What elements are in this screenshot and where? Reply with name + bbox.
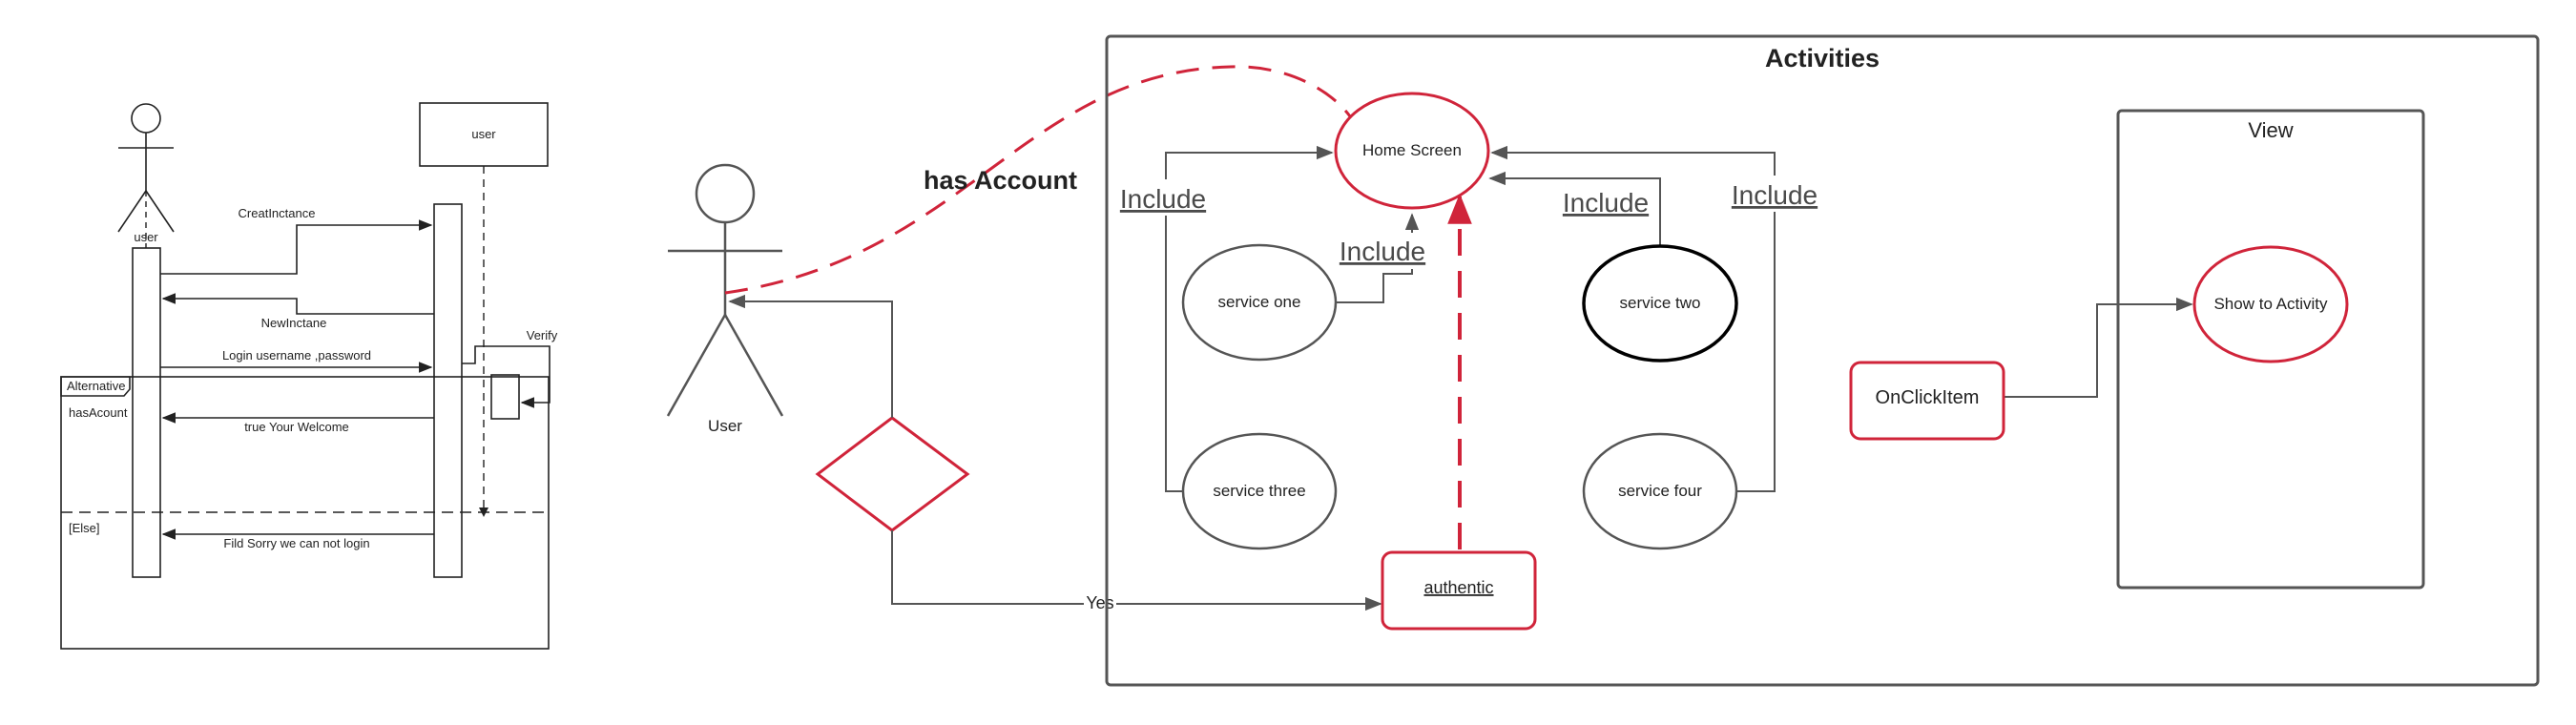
usecase-service-two-label: service two <box>1619 294 1700 312</box>
usecase-service-four[interactable] <box>1582 432 1738 550</box>
seq-alt-label: Alternative <box>67 379 125 393</box>
usecase-service-one[interactable] <box>1181 243 1338 362</box>
seq-alt-guard-1: hasAcount <box>69 405 128 420</box>
include-label-service-one: Include <box>1340 237 1425 266</box>
usecase-onclick-item-label: OnClickItem <box>1876 387 1980 408</box>
user-actor-label: User <box>708 417 742 435</box>
seq-msg-verify-label: Verify <box>527 328 558 342</box>
seq-msg-new-label: NewInctane <box>261 316 327 330</box>
view-title: View <box>2248 118 2293 142</box>
usecase-show-activity[interactable] <box>2192 245 2349 363</box>
edge-onclick-show <box>2004 297 2193 398</box>
decision-to-authentic-edge <box>891 530 1382 611</box>
edge-service-two-home <box>1488 171 1661 248</box>
seq-msg-welcome-label: true Your Welcome <box>244 420 349 434</box>
usecase-service-one-label: service one <box>1218 293 1301 311</box>
usecase-service-two[interactable] <box>1582 244 1738 362</box>
has-account-label: has Account <box>924 166 1077 195</box>
activities-title: Activities <box>1765 44 1880 72</box>
seq-msg-new <box>161 293 434 315</box>
usecase-authentic[interactable] <box>1381 550 1537 631</box>
activities-boundary <box>1105 34 2540 687</box>
seq-msg-create <box>160 219 433 275</box>
seq-alt-guard-2: [Else] <box>69 521 100 535</box>
seq-msg-create-label: CreatInctance <box>239 206 316 220</box>
seq-msg-fail-label: Fild Sorry we can not login <box>223 536 369 550</box>
decision-diamond[interactable] <box>815 416 970 532</box>
usecase-onclick-item[interactable] <box>1849 361 2005 441</box>
usecase-service-three-label: service three <box>1213 482 1305 500</box>
usecase-service-three[interactable] <box>1181 432 1338 550</box>
include-label-left: Include <box>1120 184 1206 214</box>
yes-label: Yes <box>1086 593 1113 612</box>
usecase-home-screen[interactable] <box>1334 92 1490 210</box>
view-box <box>2116 109 2425 590</box>
include-label-service-two: Include <box>1563 188 1649 218</box>
usecase-service-four-label: service four <box>1618 482 1702 500</box>
sequence-diagram: user user CreatInctance NewInctane Login… <box>60 102 558 650</box>
user-actor-figure <box>666 163 784 417</box>
usecase-show-activity-label: Show to Activity <box>2213 295 2328 313</box>
seq-object-label: user <box>471 127 496 141</box>
seq-object-activation <box>433 203 463 578</box>
seq-msg-verify <box>462 345 551 408</box>
usecase-diagram: User has Account Yes Activities View Inc… <box>666 34 2540 687</box>
seq-alt-tab <box>60 376 131 397</box>
decision-to-user-edge <box>728 294 893 418</box>
has-account-curve <box>724 65 1352 295</box>
edge-service-three-home <box>1165 145 1334 492</box>
usecase-authentic-label: authentic <box>1423 578 1493 597</box>
seq-actor-figure <box>117 103 175 233</box>
seq-verify-activation <box>490 374 520 420</box>
include-label-right: Include <box>1732 180 1818 210</box>
edge-service-four-home <box>1490 145 1776 492</box>
usecase-home-screen-label: Home Screen <box>1362 141 1462 159</box>
seq-msg-login-label: Login username ,password <box>222 348 371 362</box>
seq-actor-activation <box>132 247 161 578</box>
